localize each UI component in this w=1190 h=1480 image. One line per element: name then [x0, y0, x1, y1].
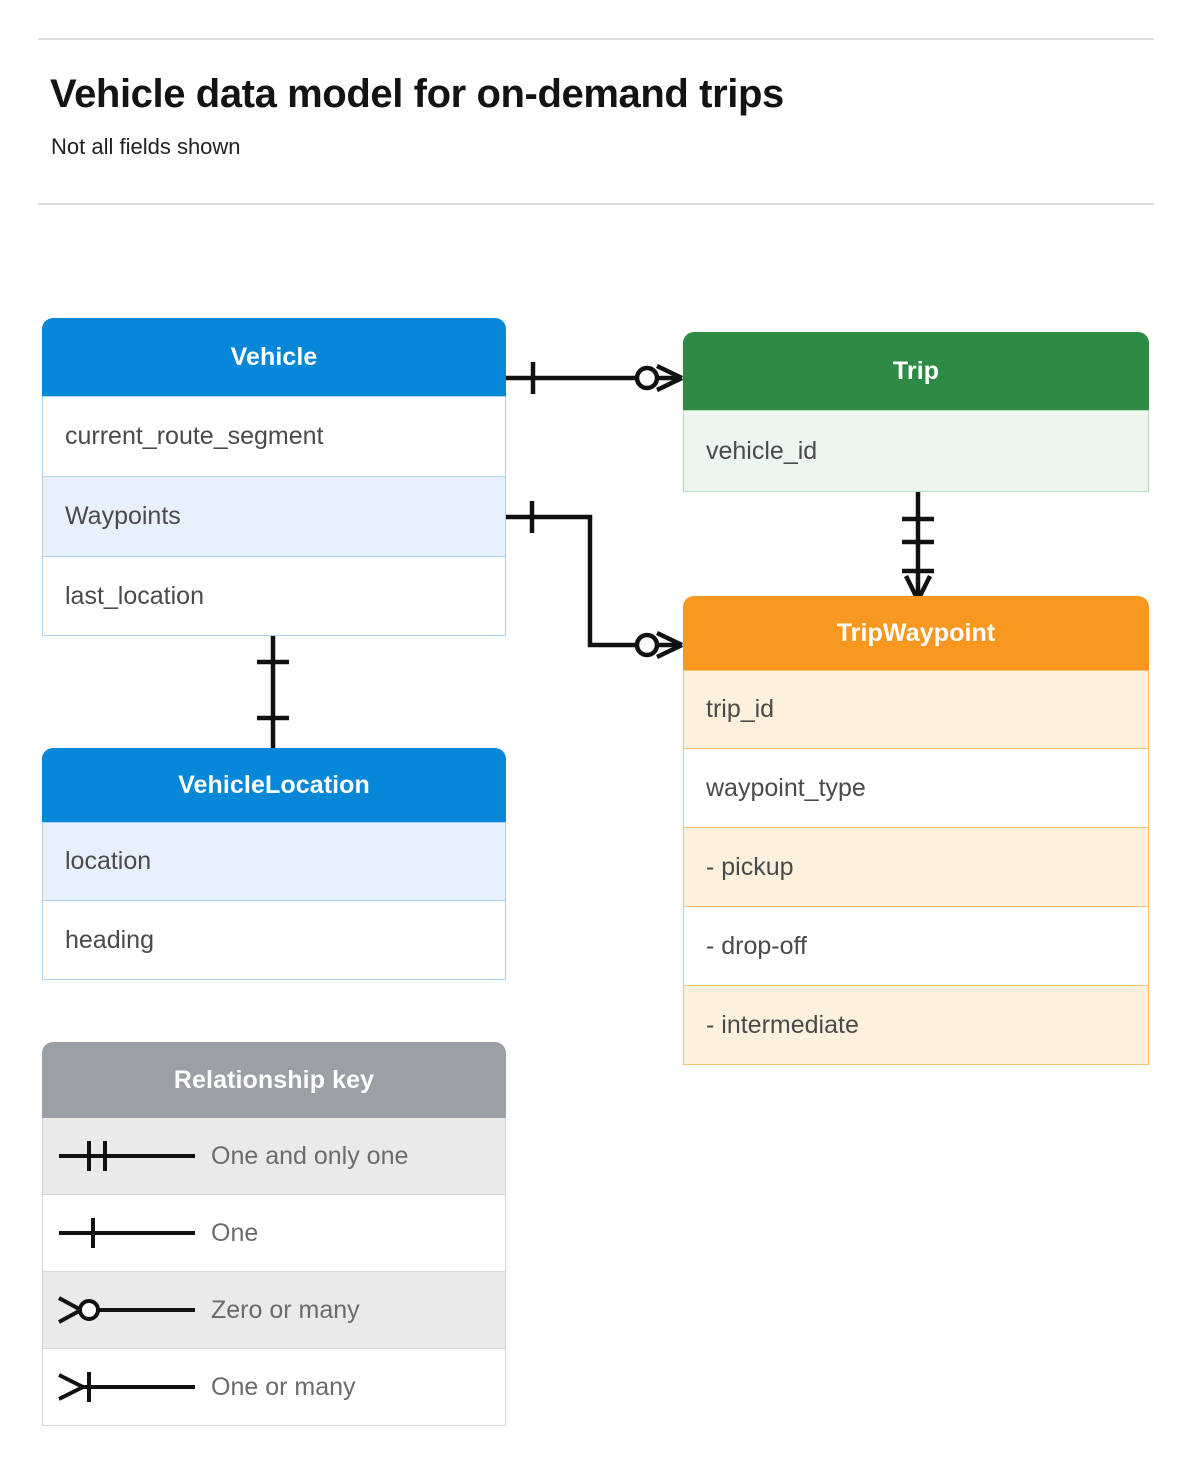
entity-vehiclelocation-title: VehicleLocation — [42, 748, 506, 822]
field-row[interactable]: Waypoints — [42, 477, 506, 557]
field-row[interactable]: location — [42, 822, 506, 901]
one-icon — [43, 1213, 211, 1253]
entity-trip-title: Trip — [683, 332, 1149, 410]
legend-row-one: One — [42, 1195, 506, 1272]
field-row[interactable]: current_route_segment — [42, 396, 506, 477]
entity-vehicle-fields: current_route_segment Waypoints last_loc… — [42, 396, 506, 636]
legend-label: One and only one — [211, 1141, 409, 1170]
field-row[interactable]: last_location — [42, 557, 506, 636]
legend-label: Zero or many — [211, 1295, 360, 1324]
bottom-divider — [38, 203, 1154, 205]
field-row[interactable]: - intermediate — [683, 986, 1149, 1065]
page-title: Vehicle data model for on-demand trips — [50, 72, 784, 116]
field-row[interactable]: - pickup — [683, 828, 1149, 907]
entity-trip[interactable]: Trip vehicle_id — [683, 332, 1149, 492]
field-row[interactable]: waypoint_type — [683, 749, 1149, 828]
legend-title: Relationship key — [42, 1042, 506, 1118]
legend-row-zero-or-many: Zero or many — [42, 1272, 506, 1349]
one-or-many-icon — [43, 1367, 211, 1407]
legend-row-one-or-many: One or many — [42, 1349, 506, 1426]
entity-vehicle[interactable]: Vehicle current_route_segment Waypoints … — [42, 318, 506, 636]
entity-vehiclelocation-fields: location heading — [42, 822, 506, 980]
top-divider — [38, 38, 1154, 40]
page-subtitle: Not all fields shown — [51, 134, 241, 159]
connector-vehicle-vehiclelocation — [257, 636, 289, 754]
legend-row-one-and-only-one: One and only one — [42, 1118, 506, 1195]
zero-or-many-icon — [43, 1290, 211, 1330]
entity-trip-fields: vehicle_id — [683, 410, 1149, 492]
field-row[interactable]: heading — [42, 901, 506, 980]
connector-waypoints-tripwaypoint — [506, 501, 683, 660]
field-row[interactable]: trip_id — [683, 670, 1149, 749]
legend-label: One or many — [211, 1372, 356, 1401]
entity-tripwaypoint-title: TripWaypoint — [683, 596, 1149, 670]
entity-tripwaypoint-fields: trip_id waypoint_type - pickup - drop-of… — [683, 670, 1149, 1065]
connector-vehicle-trip — [506, 362, 683, 394]
field-row[interactable]: vehicle_id — [683, 410, 1149, 492]
entity-vehicle-title: Vehicle — [42, 318, 506, 396]
relationship-key-legend: Relationship key One and only one One — [42, 1042, 506, 1426]
entity-tripwaypoint[interactable]: TripWaypoint trip_id waypoint_type - pic… — [683, 596, 1149, 1065]
legend-label: One — [211, 1218, 259, 1247]
one-and-only-one-icon — [43, 1136, 211, 1176]
field-row[interactable]: - drop-off — [683, 907, 1149, 986]
connector-trip-tripwaypoint — [902, 492, 934, 602]
entity-vehiclelocation[interactable]: VehicleLocation location heading — [42, 748, 506, 980]
